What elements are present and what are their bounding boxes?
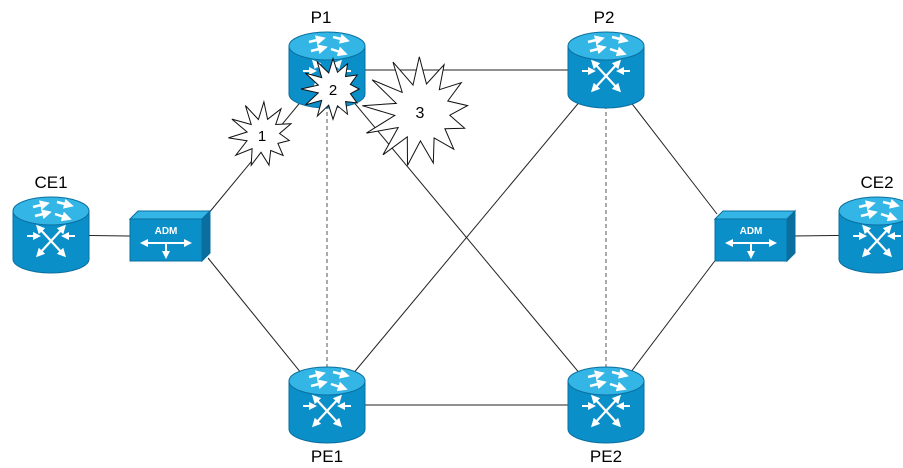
- failure-burst-1: 1: [228, 99, 293, 167]
- router-ce1-icon: [12, 196, 90, 274]
- nodes-layer: ADM ADM 1 2 3: [12, 31, 903, 444]
- label-p2: P2: [593, 8, 615, 27]
- failure-burst-label: 2: [329, 82, 337, 99]
- label-ce2: CE2: [860, 173, 894, 192]
- adm-left-icon: ADM: [128, 209, 212, 263]
- adm-right-icon: ADM: [713, 209, 797, 263]
- label-pe2: PE2: [589, 447, 623, 466]
- link-pe1-p2: [326, 69, 607, 406]
- label-p1: P1: [310, 8, 332, 27]
- failure-burst-2: 2: [300, 56, 361, 121]
- links-layer: [50, 69, 878, 406]
- router-ce2-icon: [838, 196, 903, 274]
- router-pe1-icon: [288, 366, 366, 444]
- router-pe2-icon: [567, 366, 645, 444]
- router-p2-icon: [567, 31, 645, 109]
- failure-burst-label: 3: [416, 105, 425, 122]
- label-ce1: CE1: [34, 173, 68, 192]
- label-pe1: PE1: [310, 447, 344, 466]
- failure-burst-3: 3: [362, 56, 470, 166]
- adm-right-label: ADM: [740, 226, 763, 237]
- adm-left-label: ADM: [155, 226, 178, 237]
- failure-burst-label: 1: [258, 128, 266, 145]
